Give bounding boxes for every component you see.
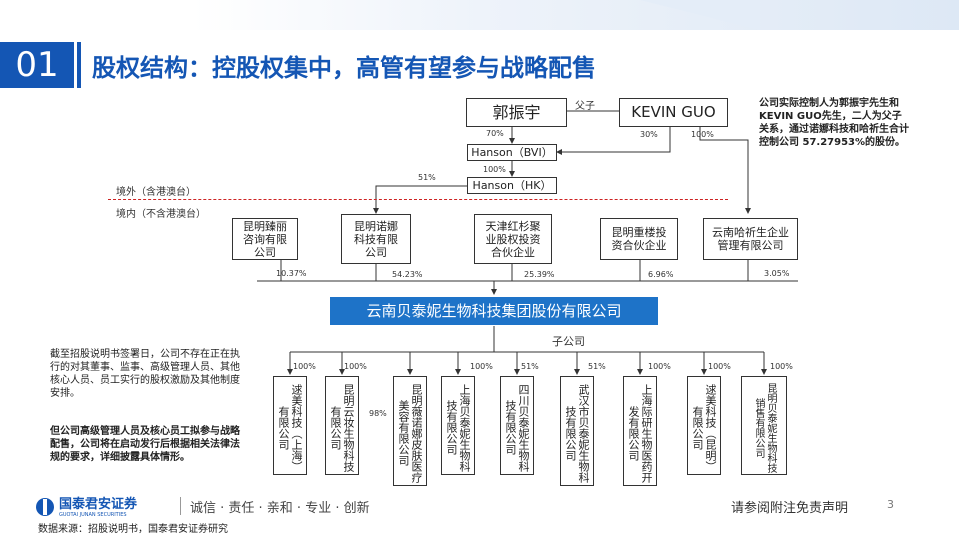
brand-name-en: GUOTAI JUNAN SECURITIES — [59, 512, 127, 518]
pct-sub-7: 100% — [648, 362, 671, 371]
hanson-hk-box: Hanson（HK） — [467, 177, 557, 194]
pct-kevin-yunnan: 100% — [691, 130, 714, 139]
pct-kevin-bvi: 30% — [640, 130, 658, 139]
pct-guo-bvi: 70% — [486, 129, 504, 138]
pct-sub-2: 100% — [344, 362, 367, 371]
subsidiary-qiumei-shanghai: 逑美科技（上海）有限公司 — [273, 376, 307, 475]
pct-shareholder-5: 3.05% — [764, 269, 790, 278]
header-decoration-shape — [640, 0, 760, 30]
main-company: 云南贝泰妮生物科技集团股份有限公司 — [330, 297, 658, 325]
shareholder-tianjin-hongshan: 天津红杉聚业股权投资合伙企业 — [474, 214, 552, 264]
page-title: 股权结构：控股权集中，高管有望参与战略配售 — [92, 54, 596, 82]
subsidiary-shanghai-jiyan: 上海际研生物医药开发有限公司 — [623, 376, 657, 486]
pct-shareholder-1: 10.37% — [276, 269, 307, 278]
shareholder-yunnan-haqisheng: 云南哈祈生企业管理有限公司 — [703, 218, 798, 260]
pct-sub-5: 51% — [521, 362, 539, 371]
footer-slogan: 诚信 · 责任 · 亲和 · 专业 · 创新 — [190, 501, 370, 516]
subsidiary-shanghai-botanee: 上海贝泰妮生物科技有限公司 — [441, 376, 475, 475]
shareholder-kunming-chonglou: 昆明重楼投资合伙企业 — [600, 218, 678, 260]
subsidiary-label: 子公司 — [552, 335, 585, 348]
left-note-2: 但公司高级管理人员及核心员工拟参与战略配售，公司将在启动发行后根据相关法律法规的… — [50, 426, 240, 463]
hanson-bvi-box: Hanson（BVI） — [467, 144, 557, 161]
pct-shareholder-4: 6.96% — [648, 270, 674, 279]
section-number: 01 — [0, 42, 74, 88]
pct-sub-4: 100% — [470, 362, 493, 371]
control-note: 公司实际控制人为郭振宇先生和KEVIN GUO先生，二人为父子关系，通过诺娜科技… — [759, 98, 909, 148]
boundary-line — [108, 199, 728, 200]
pct-sub-1: 100% — [293, 362, 316, 371]
pct-sub-3: 98% — [369, 409, 387, 418]
pct-shareholder-2: 54.23% — [392, 270, 423, 279]
pct-sub-8: 100% — [708, 362, 731, 371]
subsidiary-kunming-sales: 昆明贝泰妮生物科技销售有限公司 — [741, 376, 787, 475]
boundary-inside-label: 境内（不含港澳台） — [116, 209, 206, 220]
pct-bvi-hk: 100% — [483, 165, 506, 174]
footer-disclaimer: 请参阅附注免责声明 — [731, 501, 849, 516]
page-number: 3 — [887, 498, 894, 511]
subsidiary-wuhan-botanee: 武汉市贝泰妮生物科技有限公司 — [560, 376, 594, 486]
subsidiary-kunming-winona-medical: 昆明薇诺娜皮肤医疗美容有限公司 — [393, 376, 427, 486]
left-note-1: 截至招股说明书签署日，公司不存在正在执行的对其董事、监事、高级管理人员、其他核心… — [50, 349, 240, 399]
person-guo-zhenyu: 郭振宇 — [466, 98, 567, 127]
pct-hk-nuona: 51% — [418, 173, 436, 182]
pct-shareholder-3: 25.39% — [524, 270, 555, 279]
brand-logo: 国泰君安证券 GUOTAI JUNAN SECURITIES — [34, 496, 184, 522]
shareholder-kunming-nuona: 昆明诺娜科技有限公司 — [341, 214, 411, 264]
brand-name-cn: 国泰君安证券 — [59, 496, 138, 512]
data-source: 数据来源：招股说明书，国泰君安证券研究 — [38, 524, 228, 535]
relation-label: 父子 — [575, 101, 595, 112]
subsidiary-qiumei-kunming: 逑美科技（昆明）有限公司 — [687, 376, 721, 475]
header-decoration — [0, 0, 959, 30]
person-kevin-guo: KEVIN GUO — [619, 98, 728, 127]
pct-sub-6: 51% — [588, 362, 606, 371]
section-accent-bar — [77, 42, 81, 88]
pct-sub-9: 100% — [770, 362, 793, 371]
footer-divider — [180, 497, 181, 515]
subsidiary-kunming-yunzhuang: 昆明云妆生物科技有限公司 — [325, 376, 359, 475]
subsidiary-sichuan-botanee: 四川贝泰妮生物科技有限公司 — [500, 376, 534, 475]
boundary-outside-label: 境外（含港澳台） — [116, 187, 196, 198]
shareholder-kunming-zhenli: 昆明臻丽咨询有限公司 — [232, 218, 298, 260]
